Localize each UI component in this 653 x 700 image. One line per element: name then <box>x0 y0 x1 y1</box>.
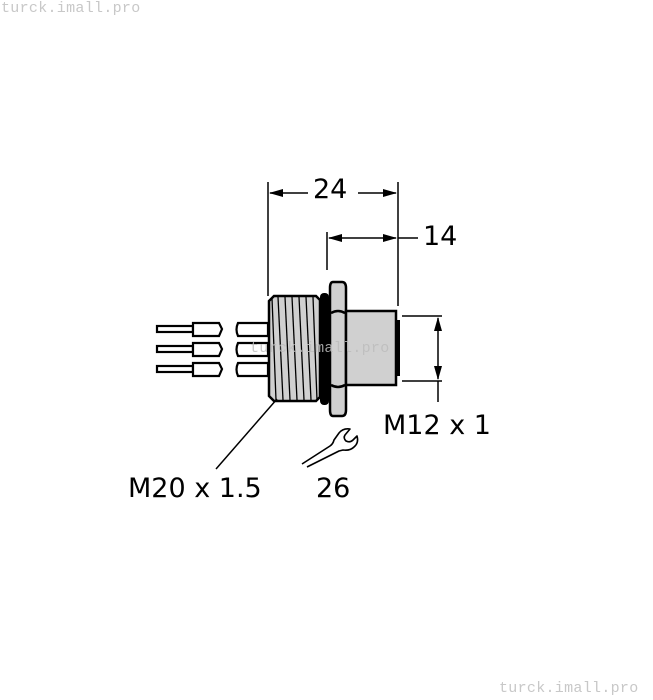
watermark-center: turck.imall.pro <box>250 340 390 357</box>
wire-3 <box>155 361 270 378</box>
wires <box>155 321 270 378</box>
watermark-top-left: turck.imall.pro <box>1 0 141 17</box>
dimension-front-length: 14 <box>423 221 458 252</box>
front-body-m12 <box>344 309 398 387</box>
wire-2 <box>155 341 270 358</box>
label-rear-thread: M20 x 1.5 <box>128 473 262 504</box>
wire-1 <box>155 321 270 338</box>
hex-nut <box>328 280 348 418</box>
dimension-overall-length: 24 <box>313 174 348 205</box>
label-wrench-size: 26 <box>316 473 351 504</box>
threaded-body-m20 <box>267 294 322 403</box>
extension-lines <box>267 182 442 382</box>
o-ring <box>320 293 329 405</box>
watermark-bottom-right: turck.imall.pro <box>499 680 639 697</box>
label-front-thread: M12 x 1 <box>383 410 491 441</box>
wrench-icon <box>301 428 359 468</box>
leader-line-m20 <box>215 398 278 470</box>
front-face <box>396 320 400 376</box>
